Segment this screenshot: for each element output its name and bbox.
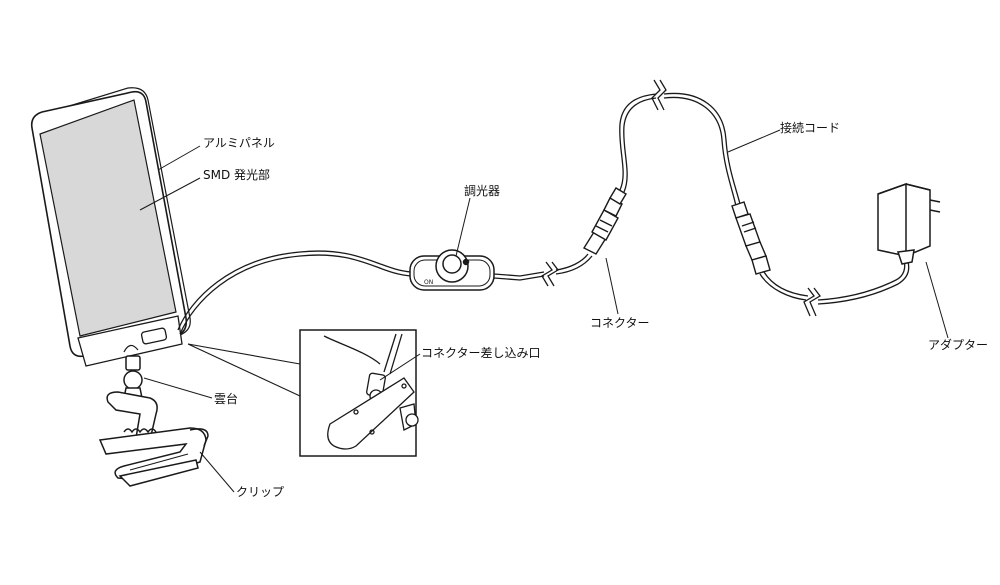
label-dimmer: 調光器 xyxy=(464,184,500,198)
clip xyxy=(98,391,209,487)
inline-connector xyxy=(582,187,627,255)
svg-text:ON: ON xyxy=(424,279,433,286)
panel-base xyxy=(77,315,183,367)
label-clip: クリップ xyxy=(236,485,284,499)
leader-lines xyxy=(139,129,949,493)
adapter xyxy=(877,182,941,265)
cable-to-adapter xyxy=(759,259,910,317)
label-adapter: アダプター xyxy=(928,337,988,352)
inline-connector-2 xyxy=(731,201,771,275)
label-connector-port: コネクター差し込み口 xyxy=(421,346,541,360)
panel-switch xyxy=(140,327,168,345)
label-smd-emitter: SMD 発光部 xyxy=(203,167,270,182)
label-extension-cord: 接続コード xyxy=(780,120,840,135)
smd-emitter-area xyxy=(39,99,177,337)
pan-head xyxy=(123,355,143,399)
extension-cord xyxy=(619,79,741,207)
label-pan-head: 雲台 xyxy=(214,391,238,406)
cable-panel-to-dimmer xyxy=(177,250,413,331)
cable-dimmer-to-connector xyxy=(493,253,593,287)
label-aluminum-panel: アルミパネル xyxy=(203,136,275,150)
led-panel xyxy=(30,87,191,367)
inset-connector-port xyxy=(187,329,419,457)
label-connector: コネクター xyxy=(590,316,650,330)
dimmer: ON xyxy=(409,249,495,291)
